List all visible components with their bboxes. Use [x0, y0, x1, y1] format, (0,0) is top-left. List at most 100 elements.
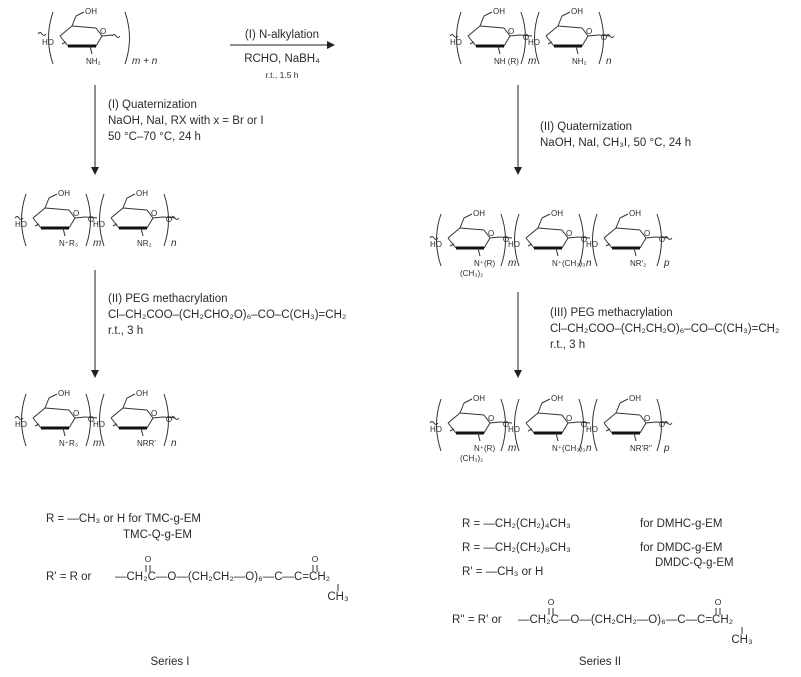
hydroxyl-label: OH — [136, 189, 148, 198]
legend-r1-use: for DMHC-g-EM — [640, 518, 722, 530]
hydroxyl-label: HO — [528, 38, 540, 47]
hydroxyl-label: HO — [508, 240, 520, 249]
bracket — [534, 11, 540, 65]
bracket — [163, 393, 169, 447]
repeat-index: n — [586, 443, 592, 454]
legend-r2-use: for DMDC-g-EM — [640, 542, 722, 554]
glycosidic-oxygen-label: O — [601, 33, 607, 42]
hydroxyl-label: OH — [551, 394, 563, 403]
hydroxyl-label: OH — [571, 7, 583, 16]
bracket — [85, 393, 91, 447]
bracket — [436, 398, 442, 452]
repeat-index: m — [508, 258, 516, 269]
amine-substituent-label: N⁺(CH₃)₃ — [552, 444, 585, 453]
bracket — [21, 193, 27, 247]
hydroxyl-label: OH — [85, 7, 97, 16]
step-label-quaternization: (I) Quaternization — [108, 99, 197, 111]
carbonyl-oxygen-label: O — [312, 554, 319, 564]
hydroxyl-label: OH — [473, 209, 485, 218]
repeat-index: m — [528, 56, 536, 67]
bracket — [48, 11, 54, 65]
bracket — [598, 11, 604, 65]
repeat-index: n — [171, 438, 177, 449]
hydroxyl-label: OH — [551, 209, 563, 218]
step-reagents: NaOH, NaI, RX with x = Br or I — [108, 115, 264, 127]
bracket — [85, 193, 91, 247]
repeat-index: m — [93, 438, 101, 449]
bracket — [436, 213, 442, 267]
repeat-index: p — [663, 443, 670, 454]
bracket — [500, 398, 506, 452]
bracket — [656, 398, 662, 452]
repeat-index: m + n — [132, 56, 158, 67]
repeat-index: m — [93, 238, 101, 249]
step-label-n-alkylation: (I) N-alkylation — [245, 29, 319, 41]
bracket — [500, 213, 506, 267]
hydroxyl-label: HO — [450, 38, 462, 47]
glycosidic-oxygen-label: O — [88, 215, 94, 224]
amine-methyl-label: (CH₃)₂ — [460, 454, 483, 463]
bracket — [163, 193, 169, 247]
hydroxyl-label: HO — [586, 240, 598, 249]
bracket — [592, 398, 598, 452]
step-reagents: NaOH, NaI, CH₃I, 50 °C, 24 h — [540, 137, 691, 149]
hydroxyl-label: HO — [15, 220, 27, 229]
amine-methyl-label: (CH₃)₂ — [460, 269, 483, 278]
step-reagents: Cl–CH₂COO–(CH₂CHO₂O)₆–CO–C(CH₃)=CH₂ — [108, 309, 346, 321]
n-alkylation-arrow — [230, 41, 335, 49]
glycosidic-oxygen-label: O — [659, 235, 665, 244]
bracket — [578, 398, 584, 452]
legend-rprime-definition: R' = —CH₃ or H — [462, 566, 543, 578]
bracket — [124, 11, 130, 65]
carbonyl-oxygen-label: O — [548, 597, 555, 607]
step-conditions: r.t., 1.5 h — [265, 70, 298, 80]
hydroxyl-label: OH — [629, 394, 641, 403]
methyl-label: CH₃ — [731, 634, 753, 646]
amine-substituent-label: N⁺R₃ — [59, 239, 78, 248]
carbonyl-oxygen-label: O — [715, 597, 722, 607]
bracket — [514, 398, 520, 452]
legend-rdoubleprime-label: R'' = R' or — [452, 614, 502, 626]
legend-rprime-label: R' = R or — [46, 571, 92, 583]
step-conditions: r.t., 3 h — [550, 339, 585, 351]
amine-substituent-label: NH₂ — [572, 57, 587, 66]
amine-substituent-label: NR₂ — [137, 239, 152, 248]
hydroxyl-label: HO — [430, 425, 442, 434]
amine-substituent-label: NRR' — [137, 439, 156, 448]
hydroxyl-label: HO — [93, 420, 105, 429]
step-label-peg-methacrylation: (III) PEG methacrylation — [550, 307, 673, 319]
amine-substituent-label: N⁺(R) — [474, 259, 495, 268]
ring-oxygen-label: O — [488, 229, 494, 238]
bracket — [520, 11, 526, 65]
glycosidic-oxygen-label: O — [581, 235, 587, 244]
step-reagents: RCHO, NaBH₄ — [244, 53, 320, 65]
repeat-index: n — [586, 258, 592, 269]
amine-substituent-label: N⁺(CH₃)₃ — [552, 259, 585, 268]
ring-oxygen-label: O — [100, 27, 106, 36]
glycosidic-oxygen-label: O — [581, 420, 587, 429]
bracket — [656, 213, 662, 267]
hydroxyl-label: OH — [58, 389, 70, 398]
quaternization-arrow-series2 — [514, 85, 522, 175]
series-label-1: Series I — [151, 656, 190, 668]
bracket — [21, 393, 27, 447]
step-conditions: r.t., 3 h — [108, 325, 143, 337]
carbonyl-oxygen-label: O — [145, 554, 152, 564]
bracket — [514, 213, 520, 267]
quaternized-n-alkyl-chitosan: OHOHON⁺(R)(CH₃)₂OmOHOHON⁺(CH₃)₃OnOHOHONR… — [429, 209, 673, 278]
hydroxyl-label: OH — [58, 189, 70, 198]
peg-grafted-dmhc: OHOHON⁺(R)(CH₃)₂OmOHOHON⁺(CH₃)₃OnOHOHONR… — [429, 394, 673, 463]
glycosidic-oxygen-label: O — [166, 215, 172, 224]
methyl-label: CH₃ — [327, 591, 349, 603]
legend-rdoubleprime-chain: —CH₂C—O—(CH₂CH₂—O)₆—C—C=CH₂ — [518, 614, 733, 626]
ring-oxygen-label: O — [151, 209, 157, 218]
hydroxyl-label: HO — [15, 420, 27, 429]
amine-substituent-label: N⁺(R) — [474, 444, 495, 453]
quaternization-arrow-series1 — [91, 85, 99, 175]
series-label-2: Series II — [579, 656, 621, 668]
amine-substituent-label: NR'R'' — [630, 444, 652, 453]
